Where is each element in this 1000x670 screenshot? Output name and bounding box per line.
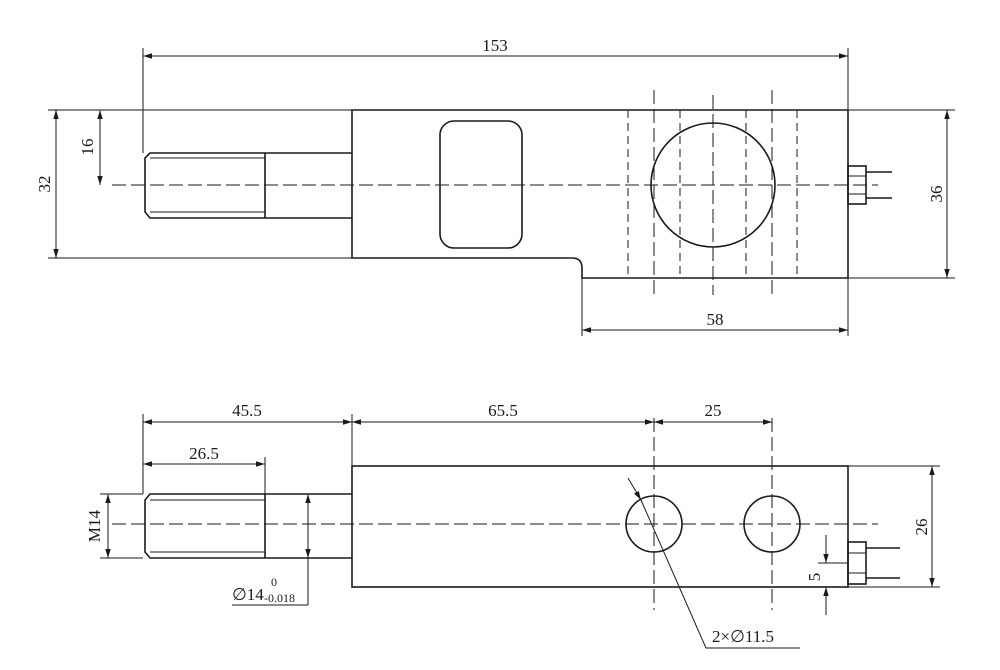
dim-32: 32	[35, 109, 352, 259]
dim-36: 36	[848, 109, 955, 279]
dim-phi14-upper-tol: 0	[271, 575, 277, 589]
dim-holes-leader: 2×∅11.5	[627, 477, 800, 649]
dim-36-label: 36	[927, 186, 946, 203]
dim-phi14-lower-tol: -0.018	[264, 591, 295, 605]
dim-58: 58	[581, 278, 849, 336]
bottom-center-lines	[112, 418, 878, 610]
dim-25: 25	[654, 401, 772, 425]
bottom-body-outline	[351, 465, 849, 588]
dim-45-5-label: 45.5	[232, 401, 262, 420]
dim-5: 5	[805, 535, 848, 615]
dim-holes-label: 2×∅11.5	[712, 627, 774, 646]
dim-26-label: 26	[912, 519, 931, 536]
dim-phi14-label: ∅14	[232, 585, 264, 604]
dim-phi14: ∅14 0 -0.018	[232, 494, 311, 606]
top-body-outline	[351, 109, 849, 279]
bottom-threaded-stud	[144, 493, 352, 559]
dim-16: 16	[78, 110, 103, 185]
bottom-view: 45.5 26.5 65.5 25 M14 ∅14	[85, 401, 940, 649]
dim-65-5-label: 65.5	[488, 401, 518, 420]
dim-m14: M14	[85, 493, 143, 559]
top-center-lines	[112, 90, 878, 298]
dim-45-5: 45.5	[142, 401, 353, 494]
dim-5-label: 5	[805, 573, 824, 582]
top-hidden-lines	[627, 110, 798, 278]
dim-26: 26	[848, 465, 940, 588]
dim-153-label: 153	[482, 36, 508, 55]
dim-58-label: 58	[707, 310, 724, 329]
dim-25-label: 25	[705, 401, 722, 420]
dim-26-5-label: 26.5	[189, 444, 219, 463]
dim-26-5: 26.5	[143, 444, 266, 494]
dim-32-label: 32	[35, 176, 54, 193]
dim-m14-label: M14	[85, 509, 104, 542]
top-cable-connector	[847, 165, 892, 205]
top-view: 153 32 16 36 58	[35, 36, 955, 336]
dim-65-5: 65.5	[352, 401, 654, 425]
dim-153: 153	[142, 36, 849, 153]
dim-16-label: 16	[78, 139, 97, 156]
bottom-cable-connector	[847, 541, 900, 585]
